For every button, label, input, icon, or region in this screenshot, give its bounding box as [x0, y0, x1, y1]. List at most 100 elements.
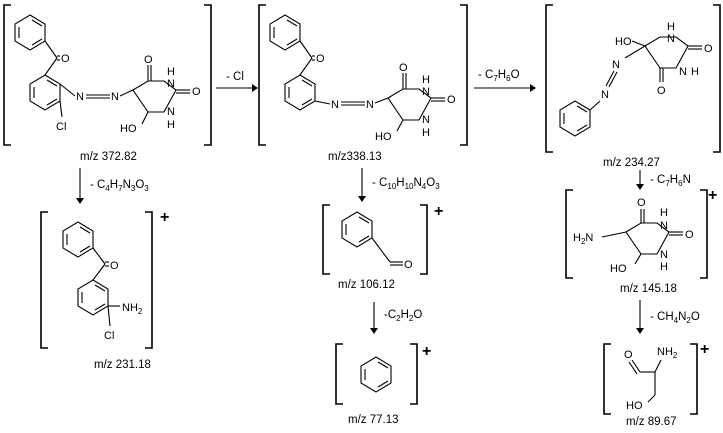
formula-subscript: 4: [422, 182, 427, 191]
svg-text:H: H: [660, 207, 668, 219]
svg-text:H: H: [660, 261, 668, 273]
svg-text:H: H: [422, 74, 430, 86]
arrow-loss-ch4n2o: - CH4N2O: [636, 300, 700, 334]
structure-234: HO H N O N H O N N m/z 234.27: [545, 4, 721, 169]
formula-subscript: 2: [409, 314, 414, 323]
formula-part: N: [123, 179, 131, 191]
formula-subscript: 6: [678, 179, 683, 188]
svg-text:N: N: [331, 99, 339, 111]
formula-subscript: 2: [396, 314, 401, 323]
arrow-loss-c2h2o: -C2H2O: [370, 302, 422, 334]
formula-part: -C: [384, 309, 396, 321]
formula-part: N: [678, 311, 686, 323]
loss-label: - C4H7N3O3: [90, 179, 149, 193]
svg-text:N: N: [667, 33, 675, 45]
bracket-left: [3, 4, 11, 146]
loss-label: - CH4N2O: [650, 311, 700, 325]
mz-label: m/z 106.12: [338, 279, 395, 291]
svg-text:N: N: [167, 78, 175, 90]
arrow-loss-c10h10n4o3: - C10H10N4O3: [358, 168, 440, 202]
arrow-loss-cl: - Cl: [216, 71, 258, 92]
svg-text:HO: HO: [610, 263, 627, 275]
structure-106: + O m/z 106.12: [322, 203, 443, 291]
loss-label: - Cl: [226, 71, 244, 83]
svg-text:O: O: [316, 53, 325, 65]
svg-text:+: +: [708, 187, 717, 204]
atom-n: N: [111, 91, 119, 103]
formula-subscript: 4: [105, 184, 110, 193]
svg-text:H2N: H2N: [573, 232, 593, 246]
svg-text:N: N: [422, 114, 430, 126]
svg-text:NH2: NH2: [122, 302, 143, 316]
structure-89: + O NH2 HO m/z 89.67: [603, 341, 709, 428]
svg-text:N: N: [601, 89, 609, 101]
mz-label: m/z 145.18: [620, 283, 677, 295]
svg-text:N: N: [660, 220, 668, 232]
svg-text:+: +: [700, 341, 709, 358]
mz-label: m/z 89.67: [626, 416, 677, 428]
formula-part: O: [426, 177, 435, 189]
formula-subscript: 10: [405, 182, 414, 191]
formula-subscript: 3: [144, 184, 149, 193]
svg-text:+: +: [422, 343, 431, 360]
svg-text:HO: HO: [626, 400, 643, 412]
formula-subscript: 7: [118, 184, 123, 193]
loss-label: - C10H10N4O3: [372, 177, 440, 191]
svg-text:O: O: [447, 94, 456, 106]
phenyl-ring: [14, 14, 46, 51]
svg-text:O: O: [657, 85, 666, 97]
svg-text:O: O: [685, 229, 694, 241]
formula-part: H: [110, 179, 118, 191]
structure-338: O N N O H N O N H HO m/z338.13: [258, 4, 468, 163]
loss-label: -C2H2O: [384, 309, 422, 323]
atom-n: N: [76, 91, 84, 103]
formula-subscript: 10: [387, 182, 396, 191]
svg-text:N: N: [660, 249, 668, 261]
svg-text:O: O: [399, 62, 408, 74]
formula-part: - C: [372, 177, 387, 189]
formula-subscript: 2: [686, 316, 691, 325]
svg-text:Cl: Cl: [104, 330, 114, 342]
svg-text:O: O: [624, 349, 633, 361]
atom-o: O: [61, 53, 70, 65]
svg-text:HO: HO: [615, 36, 632, 48]
svg-text:O: O: [144, 54, 153, 66]
formula-part: - C: [650, 174, 665, 186]
mz-label: m/z338.13: [328, 151, 382, 163]
formula-part: N: [683, 174, 691, 186]
formula-part: O: [135, 179, 144, 191]
mz-label: m/z 234.27: [603, 157, 660, 169]
svg-text:NH2: NH2: [657, 346, 678, 360]
svg-text:O: O: [192, 86, 201, 98]
svg-text:O: O: [704, 43, 713, 55]
svg-text:- C7H6O: - C7H6O: [478, 69, 520, 83]
formula-part: H: [670, 174, 678, 186]
svg-text:O: O: [637, 197, 646, 209]
svg-text:H: H: [691, 66, 699, 78]
structure-parent: O Cl N N O H N O N H HO m/z 372.82: [3, 4, 212, 163]
formula-part: H: [396, 177, 404, 189]
formula-part: N: [413, 177, 421, 189]
formula-subscript: 3: [435, 182, 440, 191]
svg-text:N: N: [167, 106, 175, 118]
svg-text:H: H: [167, 119, 175, 131]
formula-subscript: 7: [665, 179, 670, 188]
formula-part: O: [413, 309, 422, 321]
svg-text:H: H: [667, 21, 675, 33]
svg-text:H: H: [422, 127, 430, 139]
arrow-loss-c7h6o: - C7H6O: [474, 69, 536, 92]
structure-77: + m/z 77.13: [335, 343, 431, 426]
formula-part: H: [401, 309, 409, 321]
loss-label: - C7H6N: [650, 174, 691, 188]
formula-part: O: [691, 311, 700, 323]
atom-cl: Cl: [56, 121, 66, 133]
formula-part: - CH: [650, 311, 674, 323]
arrow-loss-c7h6n: - C7H6N: [636, 170, 691, 190]
mz-label: m/z 372.82: [80, 151, 137, 163]
svg-text:O: O: [110, 260, 119, 272]
svg-text:HO: HO: [120, 123, 137, 135]
svg-text:N: N: [366, 99, 374, 111]
mz-label: m/z 77.13: [348, 414, 399, 426]
formula-subscript: 3: [131, 184, 136, 193]
